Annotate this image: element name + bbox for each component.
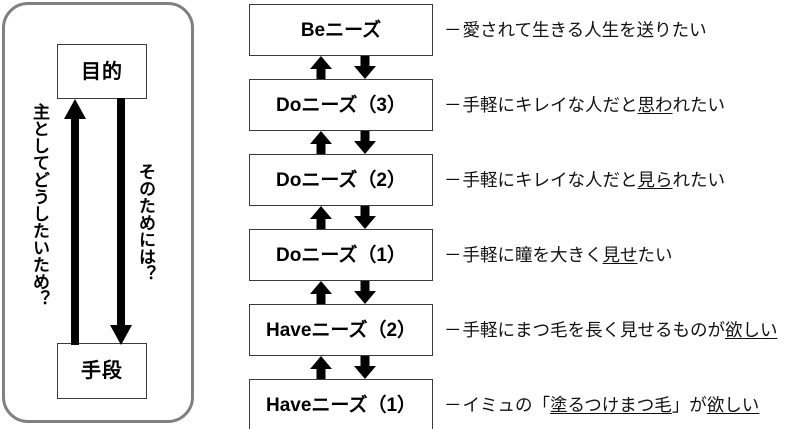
annotation-text: 愛されて生きる人生を送りたい [462, 19, 707, 40]
arrow-shaft [117, 98, 125, 328]
needs-annotation: －手軽にキレイな人だと見られたい [444, 154, 725, 206]
annotation-text: 手軽にまつ毛を長く見せるものが [462, 319, 726, 340]
arrow-pair [249, 281, 433, 304]
arrow-head-up-icon [310, 206, 332, 219]
arrow-shaft [316, 142, 326, 154]
annotation-dash: － [444, 319, 462, 340]
down-arrow [354, 206, 376, 229]
arrow-shaft [316, 67, 326, 79]
annotation-text: たい [637, 244, 673, 265]
annotation-text: れたい [672, 94, 726, 115]
arrow-head-down-icon [110, 325, 132, 345]
arrow-head-up-icon [310, 356, 332, 369]
down-arrow [354, 131, 376, 154]
needs-box: Doニーズ（2） [249, 154, 433, 206]
annotation-dash: － [444, 244, 462, 265]
needs-box-label: Doニーズ（1） [276, 244, 406, 266]
upward-arrow [63, 99, 87, 345]
arrow-head-down-icon [354, 66, 376, 79]
annotation-text: 手軽にキレイな人だと [462, 94, 638, 115]
annotation-dash: － [444, 169, 462, 190]
needs-box-label: Doニーズ（2） [276, 169, 406, 191]
means-box: 手段 [57, 343, 147, 399]
purpose-box: 目的 [57, 44, 147, 99]
purpose-box-label: 目的 [81, 60, 123, 83]
needs-annotation: －手軽にキレイな人だと思われたい [444, 79, 725, 131]
upward-arrow-label: 主としてどうしたいため？ [30, 103, 49, 307]
annotation-column: －愛されて生きる人生を送りたい－手軽にキレイな人だと思われたい－手軽にキレイな人… [444, 0, 800, 429]
needs-ladder: Beニーズ Doニーズ（3） Doニーズ（2） Doニーズ（1） Haveニーズ（2） H… [249, 0, 433, 429]
arrow-shaft [360, 281, 370, 293]
annotation-text: れたい [672, 169, 726, 190]
arrow-head-up-icon [310, 281, 332, 294]
arrow-shaft [360, 356, 370, 368]
annotation-text: 手軽にキレイな人だと [462, 169, 638, 190]
needs-box: Doニーズ（1） [249, 229, 433, 281]
down-arrow [354, 281, 376, 304]
down-arrow [354, 356, 376, 379]
down-arrow [354, 56, 376, 79]
arrow-shaft [316, 367, 326, 379]
arrow-shaft [360, 131, 370, 143]
annotation-emphasis: 欲しい [706, 394, 760, 415]
annotation-text: イミュの「 [462, 394, 551, 415]
needs-box: Beニーズ [249, 4, 433, 56]
arrow-head-up-icon [310, 131, 332, 144]
needs-box: Haveニーズ（2） [249, 304, 433, 356]
annotation-dash: － [444, 94, 462, 115]
needs-box-label: Haveニーズ（2） [265, 319, 417, 341]
up-arrow [310, 281, 332, 304]
up-arrow [310, 356, 332, 379]
means-box-label: 手段 [81, 360, 123, 382]
needs-box-label: Haveニーズ（1） [265, 394, 417, 416]
needs-box: Doニーズ（3） [249, 79, 433, 131]
arrow-head-up-icon [310, 56, 332, 69]
annotation-text: 手軽に瞳を大きく [462, 244, 603, 265]
up-arrow [310, 206, 332, 229]
downward-arrow [109, 98, 133, 345]
arrow-head-down-icon [354, 366, 376, 379]
needs-annotation: －手軽に瞳を大きく見せたい [444, 229, 673, 281]
annotation-emphasis: 思わ [637, 94, 673, 115]
up-arrow [310, 131, 332, 154]
needs-box-label: Doニーズ（3） [276, 94, 406, 116]
needs-box: Haveニーズ（1） [249, 379, 433, 429]
arrow-head-down-icon [354, 291, 376, 304]
arrow-shaft [316, 217, 326, 229]
downward-arrow-label: そのためには？ [136, 163, 155, 282]
up-arrow [310, 56, 332, 79]
arrow-shaft [360, 56, 370, 68]
arrow-head-down-icon [354, 141, 376, 154]
annotation-emphasis: 塗るつけまつ毛 [550, 394, 672, 415]
needs-annotation: －愛されて生きる人生を送りたい [444, 4, 707, 56]
annotation-emphasis: 見ら [637, 169, 673, 190]
arrow-shaft [316, 292, 326, 304]
annotation-emphasis: 欲しい [725, 319, 778, 340]
annotation-dash: － [444, 19, 462, 40]
needs-annotation: －手軽にまつ毛を長く見せるものが欲しい [444, 304, 778, 356]
arrow-pair [249, 131, 433, 154]
needs-annotation: －イミュの「塗るつけまつ毛」が欲しい [444, 379, 759, 429]
arrow-shaft [71, 116, 79, 345]
arrow-pair [249, 356, 433, 379]
arrow-head-down-icon [354, 216, 376, 229]
arrow-pair [249, 56, 433, 79]
arrow-shaft [360, 206, 370, 218]
arrow-head-up-icon [64, 99, 86, 119]
annotation-dash: － [444, 394, 462, 415]
annotation-emphasis: 見せ [602, 244, 638, 265]
means-ends-loop-panel: 目的 手段 主としてどうしたいため？ そのためには？ [2, 2, 194, 423]
needs-box-label: Beニーズ [300, 19, 382, 41]
annotation-text: 」が [671, 394, 707, 415]
arrow-pair [249, 206, 433, 229]
